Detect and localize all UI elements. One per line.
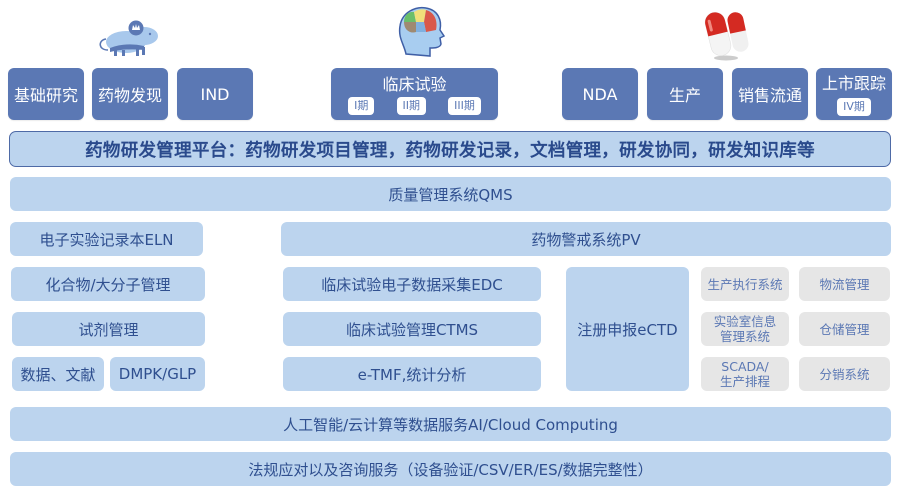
stage-sales: 销售流通 bbox=[732, 68, 808, 120]
platform-banner: 药物研发管理平台：药物研发项目管理，药物研发记录，文档管理，研发协同，研发知识库… bbox=[9, 131, 891, 167]
stage-label: 上市跟踪 bbox=[821, 74, 886, 93]
module-ectd: 注册申报eCTD bbox=[566, 267, 689, 391]
qms-layer: 质量管理系统QMS bbox=[10, 177, 891, 211]
stage-label: 销售流通 bbox=[737, 86, 802, 105]
module-scada: SCADA/ 生产排程 bbox=[701, 357, 789, 391]
module-label: 注册申报eCTD bbox=[577, 320, 678, 339]
stage-label: IND bbox=[200, 84, 230, 104]
module-dmpk: DMPK/GLP bbox=[110, 357, 205, 391]
module-ctms: 临床试验管理CTMS bbox=[283, 312, 541, 346]
module-lims: 实验室信息 管理系统 bbox=[701, 312, 789, 346]
module-mes: 生产执行系统 bbox=[701, 267, 789, 301]
stage-label: 基础研究 bbox=[13, 86, 78, 105]
stage-drug-discovery: 药物发现 bbox=[92, 68, 168, 120]
module-label: e-TMF,统计分析 bbox=[357, 365, 467, 384]
stage-basic-research: 基础研究 bbox=[8, 68, 84, 120]
module-label: 临床试验管理CTMS bbox=[345, 320, 479, 339]
module-edc: 临床试验电子数据采集EDC bbox=[283, 267, 541, 301]
module-label: 物流管理 bbox=[819, 276, 870, 292]
module-eln: 电子实验记录本ELN bbox=[10, 222, 203, 256]
module-label: 仓储管理 bbox=[819, 321, 870, 337]
stage-production: 生产 bbox=[647, 68, 723, 120]
stage-post-market: 上市跟踪 IV期 bbox=[816, 68, 892, 120]
module-label: DMPK/GLP bbox=[118, 365, 197, 383]
phase-badge: II期 bbox=[396, 97, 426, 115]
module-label-line: SCADA/ bbox=[721, 359, 769, 374]
module-warehouse: 仓储管理 bbox=[799, 312, 890, 346]
compliance-text: 法规应对以及咨询服务（设备验证/CSV/ER/ES/数据完整性） bbox=[248, 460, 653, 479]
module-label: 生产执行系统 bbox=[707, 276, 783, 292]
module-data-literature: 数据、文献 bbox=[12, 357, 104, 391]
mouse-icon bbox=[96, 12, 162, 58]
module-label: 临床试验电子数据采集EDC bbox=[321, 275, 503, 294]
stage-clinical-trial: 临床试验 I期 II期 III期 bbox=[331, 68, 498, 120]
ai-cloud-text: 人工智能/云计算等数据服务AI/Cloud Computing bbox=[283, 415, 618, 434]
capsule-icon bbox=[700, 6, 752, 62]
module-label: 分销系统 bbox=[819, 366, 870, 382]
pv-text: 药物警戒系统PV bbox=[531, 230, 641, 249]
module-label: 数据、文献 bbox=[20, 365, 96, 384]
module-etmf: e-TMF,统计分析 bbox=[283, 357, 541, 391]
module-label: 化合物/大分子管理 bbox=[45, 275, 171, 294]
module-label-line: 实验室信息 bbox=[713, 314, 777, 329]
phase-badge: IV期 bbox=[837, 98, 871, 116]
module-compound: 化合物/大分子管理 bbox=[11, 267, 205, 301]
stage-label: NDA bbox=[582, 84, 618, 104]
stage-label: 临床试验 bbox=[382, 75, 447, 94]
stage-ind: IND bbox=[177, 68, 253, 120]
module-distribution: 分销系统 bbox=[799, 357, 890, 391]
qms-text: 质量管理系统QMS bbox=[388, 185, 513, 204]
brain-head-icon bbox=[396, 4, 446, 60]
module-label-line: 管理系统 bbox=[719, 329, 770, 344]
stage-nda: NDA bbox=[562, 68, 638, 120]
stage-label: 生产 bbox=[668, 86, 701, 105]
module-label: 电子实验记录本ELN bbox=[39, 230, 174, 249]
ai-cloud-layer: 人工智能/云计算等数据服务AI/Cloud Computing bbox=[10, 407, 891, 441]
stage-label: 药物发现 bbox=[97, 86, 162, 105]
compliance-layer: 法规应对以及咨询服务（设备验证/CSV/ER/ES/数据完整性） bbox=[10, 452, 891, 486]
module-label: 试剂管理 bbox=[78, 320, 139, 339]
platform-text: 药物研发管理平台：药物研发项目管理，药物研发记录，文档管理，研发协同，研发知识库… bbox=[85, 140, 815, 161]
module-reagent: 试剂管理 bbox=[12, 312, 205, 346]
phase-badge: I期 bbox=[348, 97, 375, 115]
phase-badge: III期 bbox=[448, 97, 481, 115]
pv-layer: 药物警戒系统PV bbox=[281, 222, 891, 256]
module-label-line: 生产排程 bbox=[719, 374, 770, 389]
module-logistics: 物流管理 bbox=[799, 267, 890, 301]
